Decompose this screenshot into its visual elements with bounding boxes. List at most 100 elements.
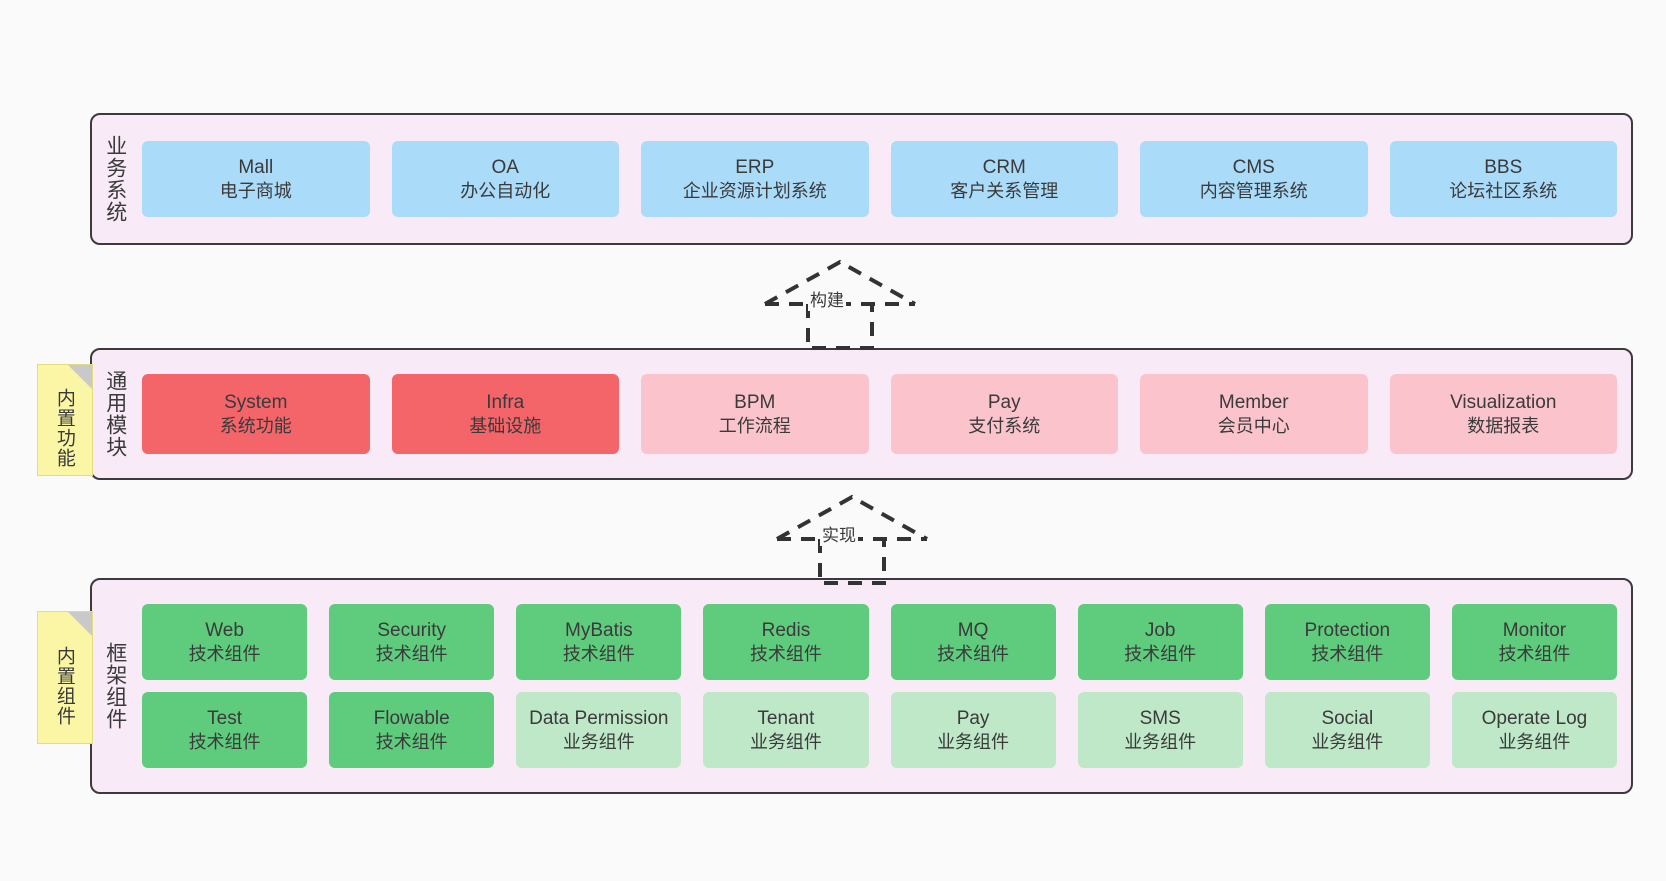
- node-security[interactable]: Security 技术组件: [329, 604, 495, 680]
- node-flowable[interactable]: Flowable 技术组件: [329, 692, 495, 768]
- node-infra[interactable]: Infra 基础设施: [391, 374, 619, 454]
- node-title: System: [224, 392, 288, 414]
- node-subtitle: 技术组件: [1124, 643, 1197, 664]
- node-subtitle: 办公自动化: [460, 180, 551, 201]
- node-pay-module[interactable]: Pay 支付系统: [890, 374, 1118, 454]
- layer-panel-modules: 通用模块 System 系统功能 Infra 基础设施 BPM 工作流程 Pay…: [90, 348, 1633, 480]
- layer-title-framework: 框架组件: [103, 642, 127, 730]
- node-mall[interactable]: Mall 电子商城: [142, 141, 370, 217]
- note-builtin-components: 内置组件: [37, 611, 93, 744]
- node-title: ERP: [735, 157, 775, 179]
- node-title: Member: [1218, 392, 1289, 414]
- layer-title-modules: 通用模块: [103, 370, 127, 458]
- node-subtitle: 技术组件: [937, 643, 1010, 664]
- node-erp[interactable]: ERP 企业资源计划系统: [641, 141, 869, 217]
- node-title: Flowable: [373, 708, 450, 730]
- node-subtitle: 会员中心: [1217, 415, 1290, 436]
- node-subtitle: 业务组件: [1498, 731, 1571, 752]
- node-title: BPM: [734, 392, 776, 414]
- node-subtitle: 业务组件: [1311, 731, 1384, 752]
- node-data-permission[interactable]: Data Permission 业务组件: [516, 692, 682, 768]
- note-fold-icon: [68, 365, 92, 389]
- node-title: Visualization: [1450, 392, 1557, 414]
- layer-panel-business: 业务系统 Mall 电子商城 OA 办公自动化 ERP 企业资源计划系统 CRM…: [90, 113, 1633, 245]
- node-subtitle: 电子商城: [219, 180, 292, 201]
- node-subtitle: 数据报表: [1467, 415, 1540, 436]
- relation-build: 构建: [760, 258, 920, 350]
- node-subtitle: 工作流程: [718, 415, 791, 436]
- node-row: System 系统功能 Infra 基础设施 BPM 工作流程 Pay 支付系统…: [142, 374, 1617, 454]
- node-title: Operate Log: [1481, 708, 1588, 730]
- relation-implement: 实现: [772, 493, 932, 585]
- node-web[interactable]: Web 技术组件: [142, 604, 308, 680]
- node-visualization[interactable]: Visualization 数据报表: [1389, 374, 1617, 454]
- layer-body-modules: System 系统功能 Infra 基础设施 BPM 工作流程 Pay 支付系统…: [138, 350, 1631, 478]
- node-member[interactable]: Member 会员中心: [1140, 374, 1368, 454]
- node-subtitle: 技术组件: [1498, 643, 1571, 664]
- node-title: Protection: [1304, 620, 1391, 642]
- node-subtitle: 技术组件: [375, 731, 448, 752]
- node-subtitle: 支付系统: [968, 415, 1041, 436]
- node-subtitle: 技术组件: [375, 643, 448, 664]
- node-subtitle: 技术组件: [562, 643, 635, 664]
- node-cms[interactable]: CMS 内容管理系统: [1140, 141, 1368, 217]
- node-title: OA: [491, 157, 519, 179]
- node-subtitle: 技术组件: [749, 643, 822, 664]
- node-mybatis[interactable]: MyBatis 技术组件: [516, 604, 682, 680]
- node-crm[interactable]: CRM 客户关系管理: [890, 141, 1118, 217]
- layer-body-framework: Web 技术组件 Security 技术组件 MyBatis 技术组件 Redi…: [138, 580, 1631, 792]
- node-subtitle: 技术组件: [1311, 643, 1384, 664]
- node-title: Job: [1144, 620, 1176, 642]
- node-monitor[interactable]: Monitor 技术组件: [1451, 604, 1617, 680]
- node-mq[interactable]: MQ 技术组件: [890, 604, 1056, 680]
- node-oa[interactable]: OA 办公自动化: [391, 141, 619, 217]
- node-redis[interactable]: Redis 技术组件: [703, 604, 869, 680]
- node-title: Redis: [761, 620, 811, 642]
- node-test[interactable]: Test 技术组件: [142, 692, 308, 768]
- node-protection[interactable]: Protection 技术组件: [1264, 604, 1430, 680]
- relation-label-build: 构建: [808, 286, 846, 311]
- node-title: BBS: [1484, 157, 1523, 179]
- node-sms[interactable]: SMS 业务组件: [1077, 692, 1243, 768]
- node-tenant[interactable]: Tenant 业务组件: [703, 692, 869, 768]
- node-subtitle: 业务组件: [937, 731, 1010, 752]
- node-title: Test: [207, 708, 242, 730]
- node-title: Pay: [987, 392, 1021, 414]
- node-bpm[interactable]: BPM 工作流程: [641, 374, 869, 454]
- node-subtitle: 系统功能: [219, 415, 292, 436]
- node-title: Pay: [956, 708, 990, 730]
- node-social[interactable]: Social 业务组件: [1264, 692, 1430, 768]
- node-subtitle: 业务组件: [749, 731, 822, 752]
- layer-body-business: Mall 电子商城 OA 办公自动化 ERP 企业资源计划系统 CRM 客户关系…: [138, 115, 1631, 243]
- note-fold-icon: [68, 612, 92, 636]
- layer-title-business: 业务系统: [103, 135, 127, 223]
- node-subtitle: 基础设施: [469, 415, 542, 436]
- node-title: Data Permission: [529, 708, 669, 730]
- node-title: SMS: [1139, 708, 1181, 730]
- node-title: Web: [205, 620, 244, 642]
- node-title: Tenant: [757, 708, 815, 730]
- node-bbs[interactable]: BBS 论坛社区系统: [1389, 141, 1617, 217]
- node-job[interactable]: Job 技术组件: [1077, 604, 1243, 680]
- node-title: Mall: [238, 157, 274, 179]
- node-subtitle: 技术组件: [188, 731, 261, 752]
- node-operate-log[interactable]: Operate Log 业务组件: [1451, 692, 1617, 768]
- node-title: MQ: [957, 620, 989, 642]
- node-subtitle: 业务组件: [562, 731, 635, 752]
- node-subtitle: 内容管理系统: [1199, 180, 1308, 201]
- node-title: Social: [1321, 708, 1374, 730]
- node-pay-component[interactable]: Pay 业务组件: [890, 692, 1056, 768]
- node-subtitle: 业务组件: [1124, 731, 1197, 752]
- node-title: MyBatis: [565, 620, 633, 642]
- node-title: CMS: [1232, 157, 1275, 179]
- note-builtin-features: 内置功能: [37, 364, 93, 476]
- layer-panel-framework: 框架组件 Web 技术组件 Security 技术组件 MyBatis 技术组件…: [90, 578, 1633, 794]
- note-label: 内置功能: [53, 388, 75, 468]
- node-system[interactable]: System 系统功能: [142, 374, 370, 454]
- note-label: 内置组件: [53, 645, 75, 726]
- node-title: Infra: [486, 392, 525, 414]
- node-subtitle: 企业资源计划系统: [682, 180, 827, 201]
- node-subtitle: 客户关系管理: [950, 180, 1059, 201]
- node-subtitle: 论坛社区系统: [1449, 180, 1558, 201]
